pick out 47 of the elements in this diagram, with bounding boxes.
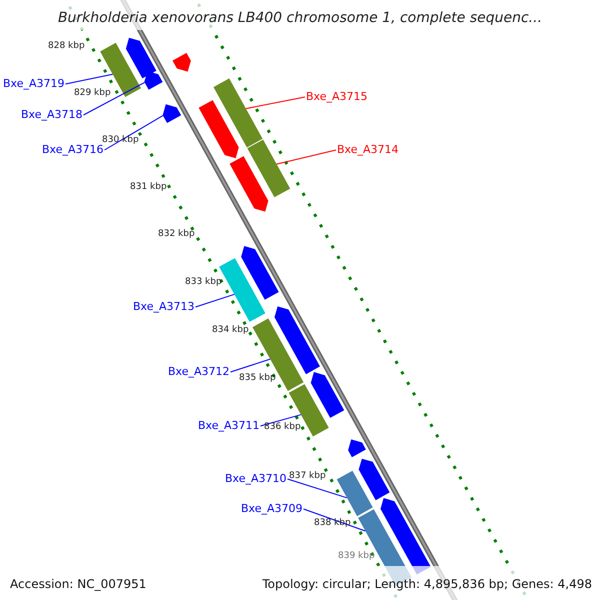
gene-label: Bxe_A3710 [225,472,287,486]
genome-info-text: Topology: circular; Length: 4,895,836 bp; Genes: 4,498 [262,577,592,591]
gene-label: Bxe_A3714 [337,143,399,157]
gene-label: Bxe_A3715 [306,90,368,104]
scale-label: 837 kbp [289,470,326,483]
gene-feature [241,246,279,300]
gene-label: Bxe_A3713 [133,300,195,314]
scale-label: 828 kbp [48,40,85,53]
gene-label: Bxe_A3709 [241,502,303,516]
leader-line [65,74,114,84]
leader-line [260,414,302,426]
scale-label: 829 kbp [74,87,111,100]
gene-feature [172,52,191,72]
leader-line [104,115,164,150]
gene-label: Bxe_A3716 [42,143,104,157]
gene-feature [162,104,182,123]
scale-label: 836 kbp [264,421,301,434]
gene-feature [214,78,263,148]
leader-line [195,294,235,308]
gene-feature [198,100,239,158]
leader-line [230,358,271,372]
gene-feature [358,458,390,500]
leader-line [83,82,146,116]
gene-feature [310,372,344,418]
scale-label: 835 kbp [239,372,276,385]
gene-label: Bxe_A3719 [3,77,65,91]
leader-line [287,478,348,498]
leader-line [245,96,306,110]
scale-label: 839 kbp [338,550,375,563]
gene-label: Bxe_A3712 [168,365,230,379]
gene-feature [247,140,290,198]
gene-label: Bxe_A3711 [198,419,260,433]
gene-feature [348,439,366,458]
gene-feature [336,470,373,516]
gene-feature [144,71,163,90]
leader-line [303,508,366,532]
gene-feature [274,306,320,374]
gene-feature [230,156,268,212]
scale-label: 833 kbp [185,276,222,289]
accession-text: Accession: NC_007951 [10,577,146,591]
gene-label: Bxe_A3718 [21,108,83,122]
scale-label: 834 kbp [212,324,249,337]
leader-line [276,150,336,165]
gene-feature [126,38,156,78]
scale-label: 831 kbp [130,181,167,194]
scale-label: 830 kbp [102,134,139,145]
scale-label: 832 kbp [158,228,195,241]
